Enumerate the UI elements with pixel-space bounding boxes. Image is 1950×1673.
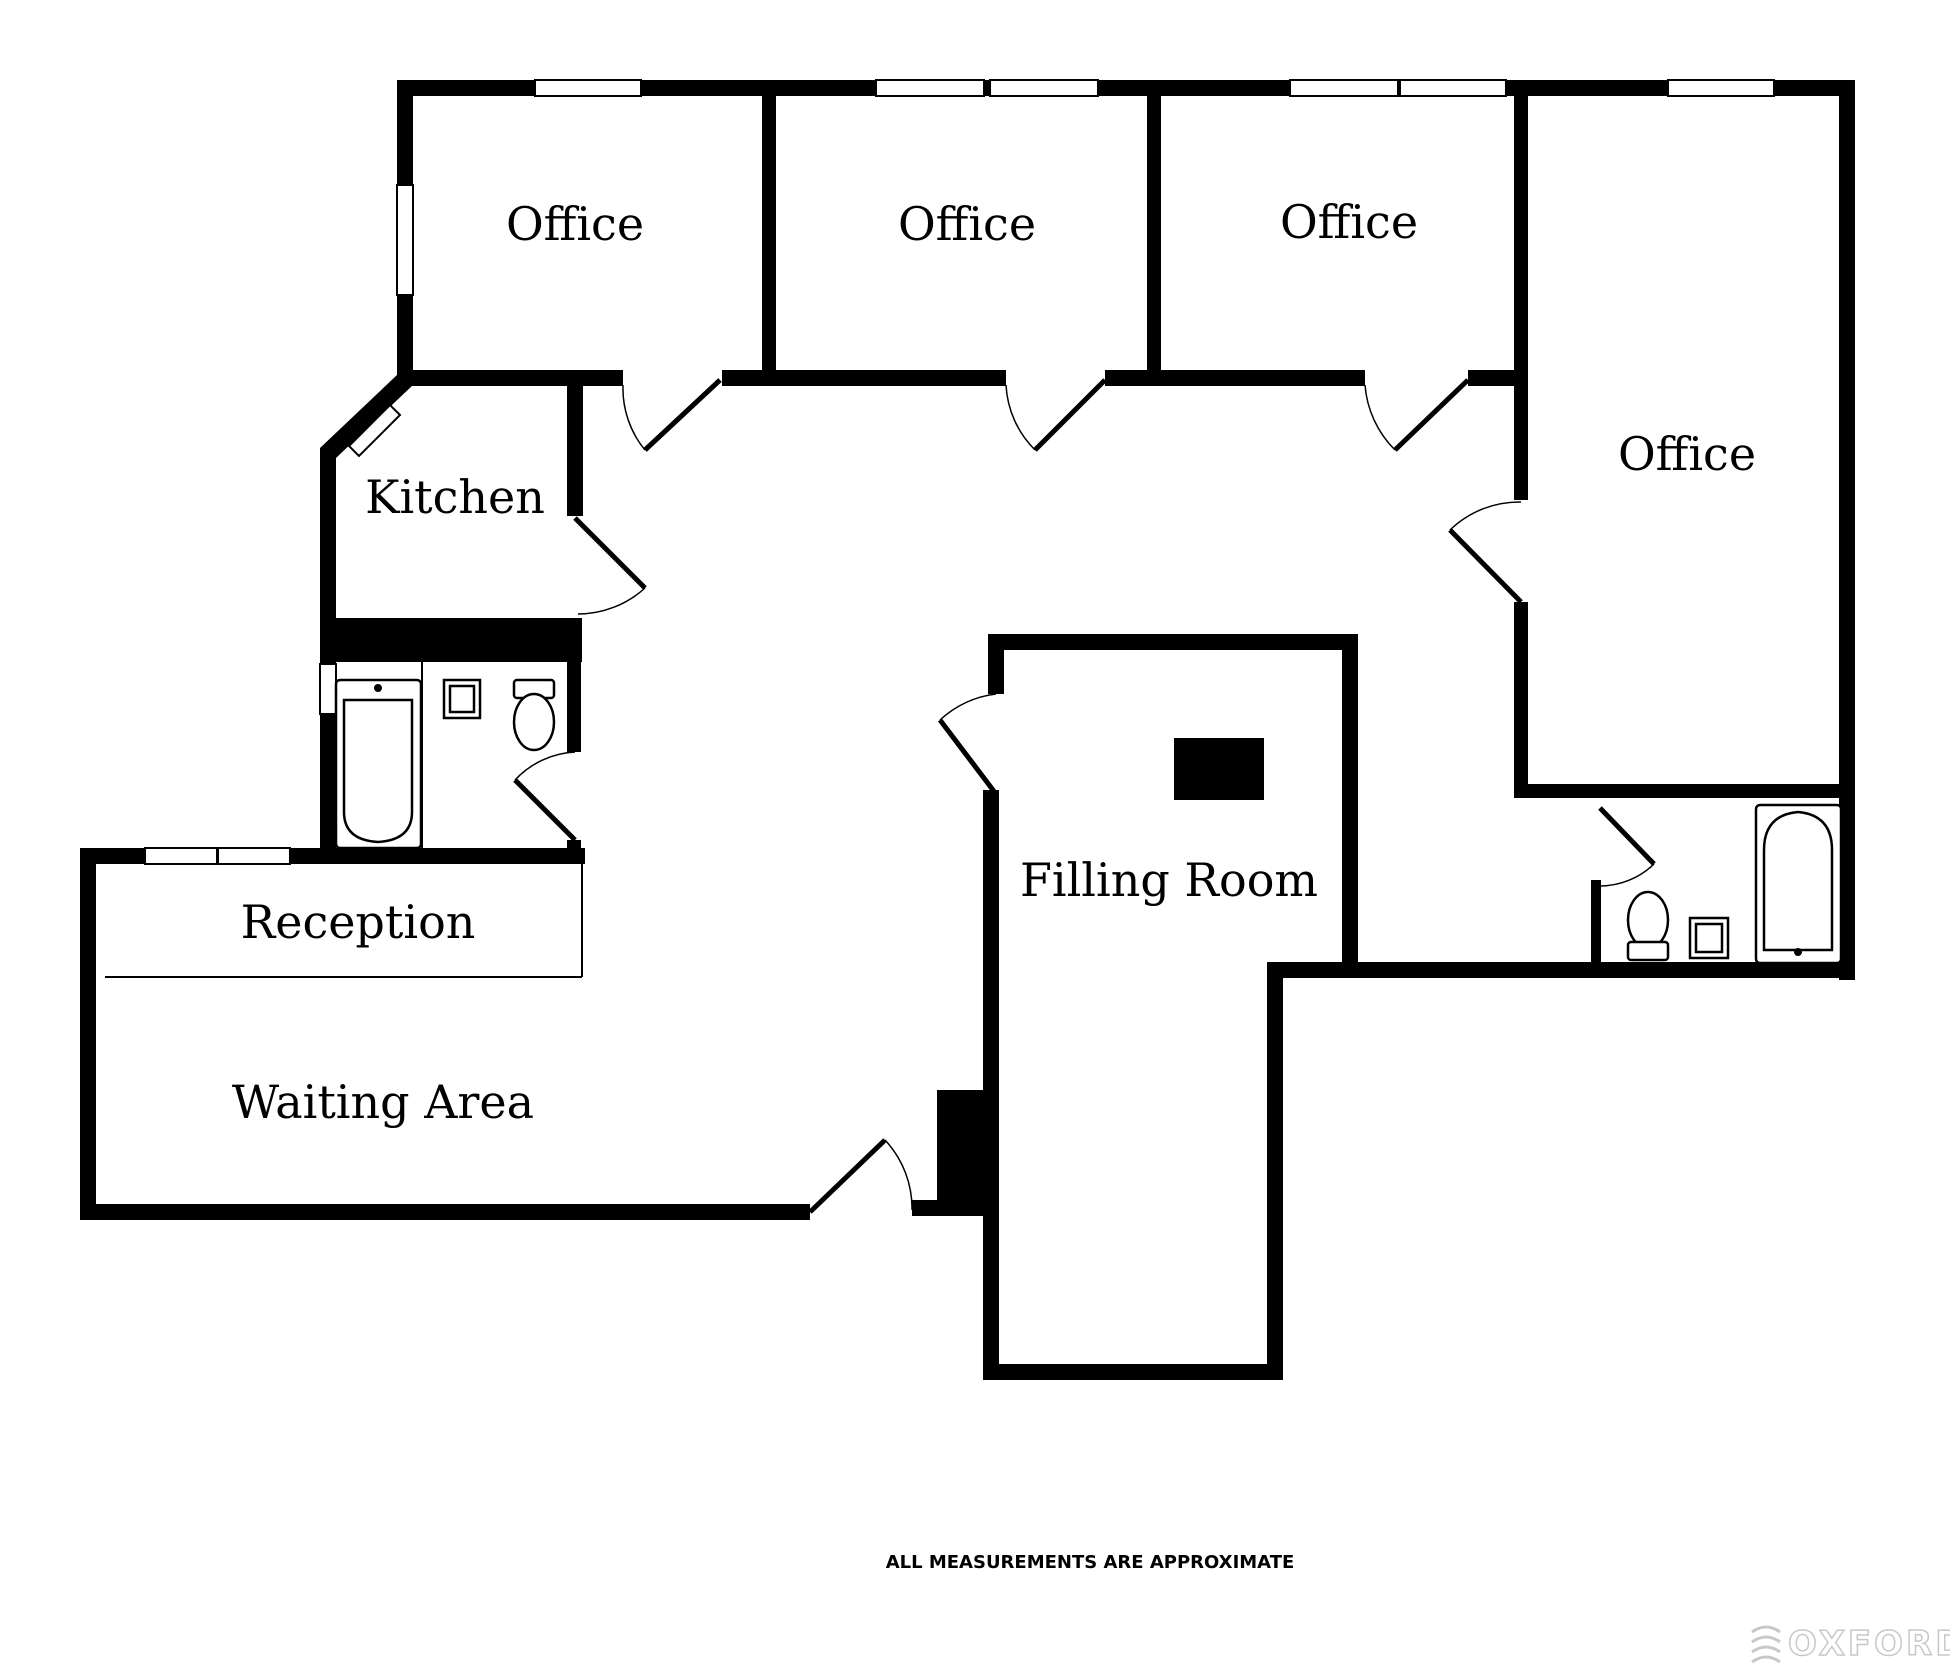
watermark-brand: OXFORD <box>1788 1624 1950 1664</box>
oxford-watermark: OXFORD <box>1751 1623 1950 1665</box>
bathroom-right <box>1626 803 1843 965</box>
room-label-waiting-area: Waiting Area <box>232 1075 534 1129</box>
exterior-walls <box>80 80 1855 1380</box>
toilet-icon <box>1626 890 1670 962</box>
oxford-logo-icon <box>1751 1625 1781 1664</box>
sink-icon <box>1688 916 1730 960</box>
toilet-icon <box>512 678 556 752</box>
bathtub-icon <box>334 678 423 850</box>
interior-walls <box>320 96 1855 970</box>
bathtub-icon <box>1754 803 1843 965</box>
room-label-office-2: Office <box>898 197 1036 251</box>
windows <box>144 79 1775 865</box>
doors <box>513 378 1656 1214</box>
room-label-reception: Reception <box>241 895 476 949</box>
room-label-filling-room: Filling Room <box>1020 853 1318 907</box>
room-label-office-4: Office <box>1618 427 1756 481</box>
room-label-office-3: Office <box>1280 195 1418 249</box>
room-labels: Office Office Office Office Kitchen Fill… <box>232 195 1756 1129</box>
bathroom-left <box>334 662 556 852</box>
sink-icon <box>442 678 482 720</box>
reception-counter <box>105 864 583 978</box>
measurements-disclaimer: ALL MEASUREMENTS ARE APPROXIMATE <box>886 1552 1295 1573</box>
room-label-kitchen: Kitchen <box>365 470 545 524</box>
room-label-office-1: Office <box>506 197 644 251</box>
